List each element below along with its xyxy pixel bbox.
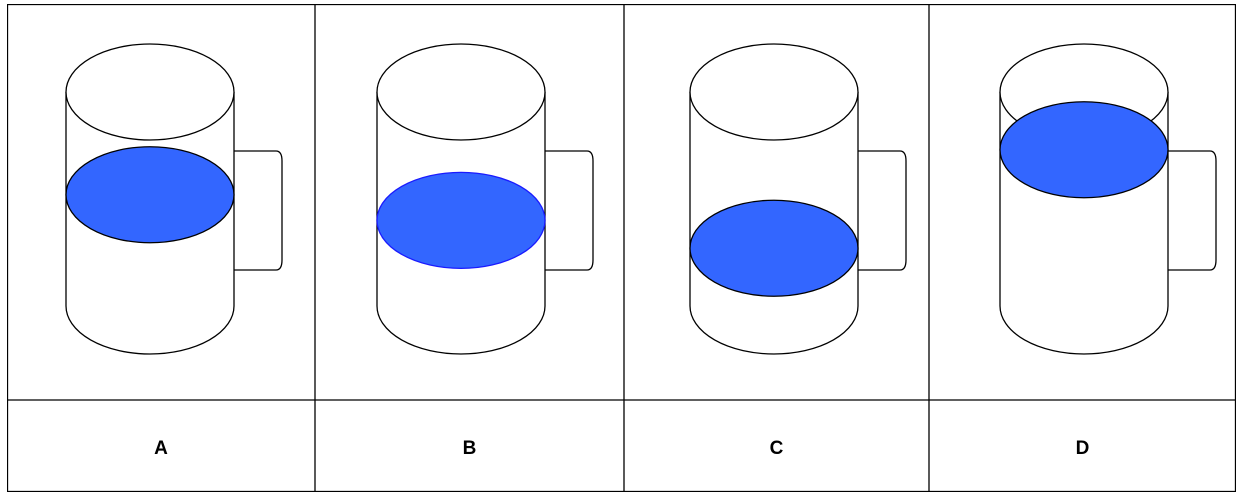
liquid-surface xyxy=(65,146,235,244)
mug-handle xyxy=(858,150,907,271)
mug-c xyxy=(689,43,907,355)
table-border xyxy=(7,4,1236,492)
mug-options-diagram xyxy=(7,4,1236,492)
option-label-d[interactable]: D xyxy=(1075,438,1090,459)
mug-d xyxy=(999,43,1217,355)
mug-rim xyxy=(65,43,235,141)
mug-handle xyxy=(545,150,594,271)
option-label-b[interactable]: B xyxy=(462,438,477,459)
option-label-c[interactable]: C xyxy=(769,438,784,459)
mug-handle xyxy=(1168,150,1217,271)
table-frame xyxy=(7,4,1236,492)
mug-rim xyxy=(376,43,546,141)
answer-grid: A B C D xyxy=(7,4,1236,492)
option-label-a[interactable]: A xyxy=(154,438,168,459)
mugs-layer xyxy=(65,43,1217,355)
mug-b xyxy=(376,43,594,355)
mug-handle xyxy=(234,150,283,271)
liquid-surface xyxy=(999,101,1169,199)
mug-a xyxy=(65,43,283,355)
liquid-surface xyxy=(376,171,546,270)
mug-rim xyxy=(689,43,859,141)
liquid-surface xyxy=(689,199,859,297)
